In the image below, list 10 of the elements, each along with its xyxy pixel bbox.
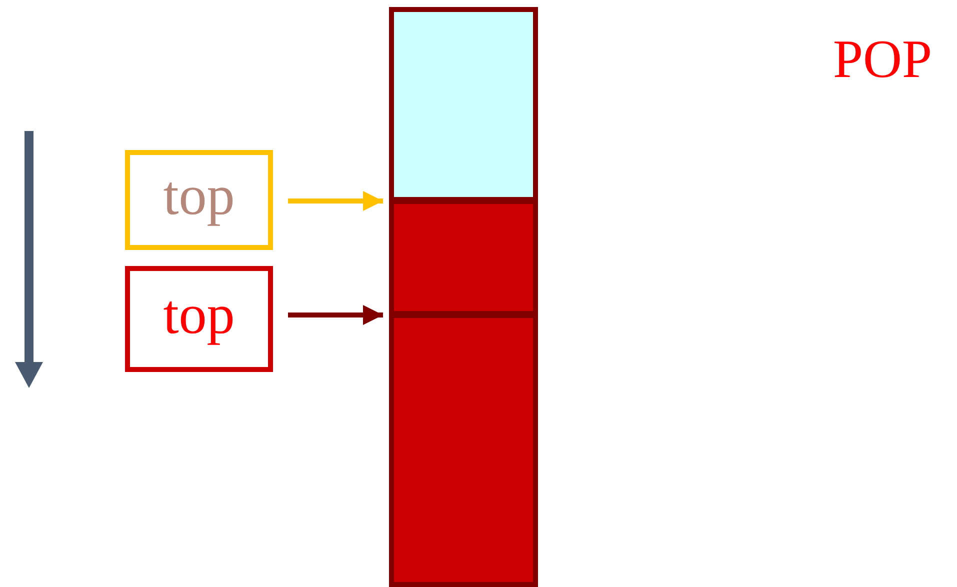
operation-label: POP bbox=[833, 30, 932, 90]
stack-cell bbox=[389, 199, 538, 316]
pointer-box bbox=[125, 266, 273, 372]
pointer-box bbox=[125, 150, 273, 250]
stack-cell bbox=[389, 7, 538, 202]
stack-cell bbox=[389, 313, 538, 587]
arrow bbox=[288, 305, 383, 325]
pointer-label: top bbox=[163, 287, 235, 343]
arrow bbox=[288, 191, 383, 211]
pointer-label: top bbox=[163, 168, 235, 224]
